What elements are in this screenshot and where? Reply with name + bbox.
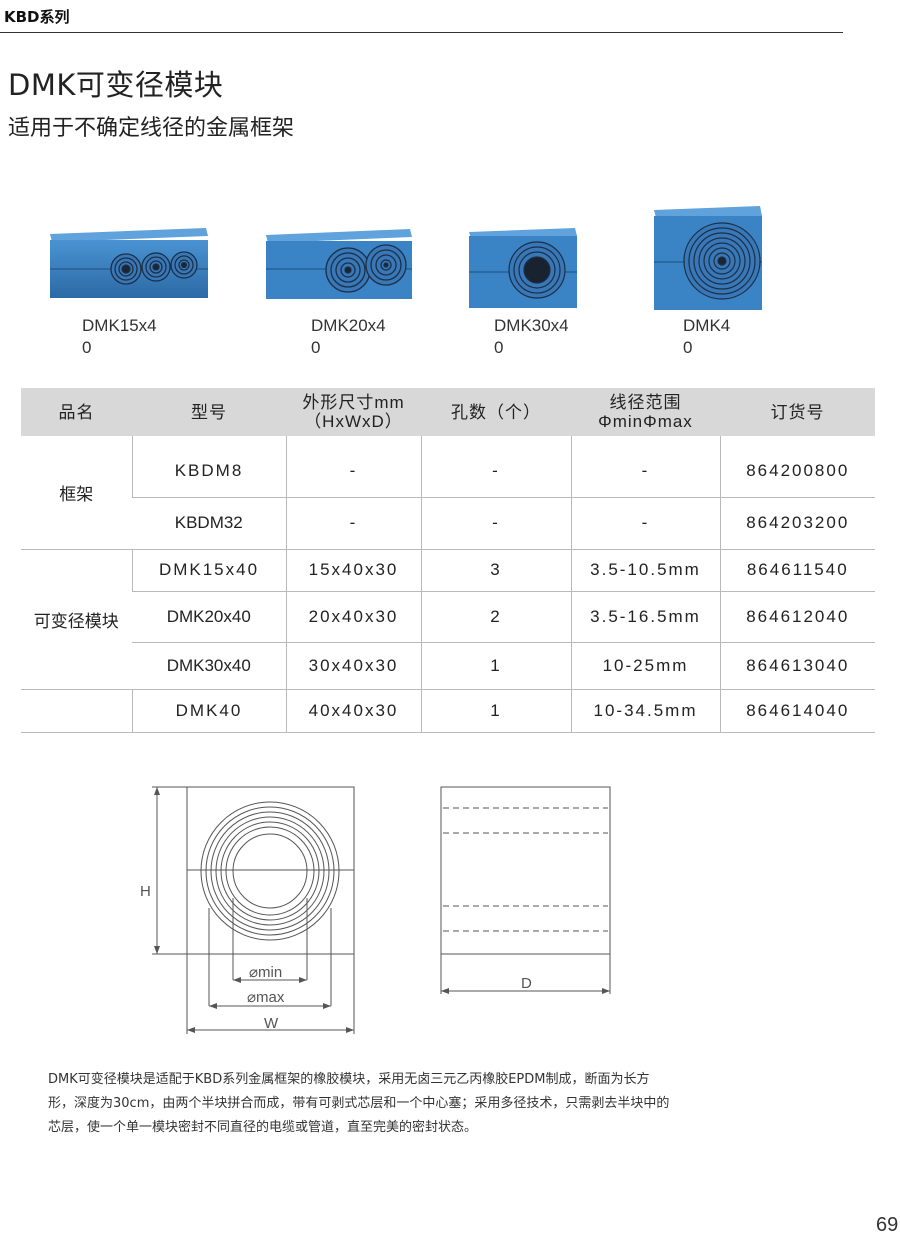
cell-dims: 40x40x30 <box>285 689 421 733</box>
cell-model: DMK30x40 <box>132 642 286 690</box>
cell-range: - <box>570 436 720 498</box>
header-dims: 外形尺寸mm（HxWxD） <box>286 388 421 436</box>
cell-model: DMK20x40 <box>132 591 286 643</box>
cell-holes: - <box>420 497 571 550</box>
product-image-dmk30x40 <box>469 228 577 308</box>
series-label: KBD系列 <box>4 8 70 26</box>
label-w: W <box>264 1015 279 1032</box>
cell-model: KBDM8 <box>131 436 286 498</box>
header-rule <box>0 32 843 33</box>
label-d: D <box>521 975 532 992</box>
group-empty <box>21 689 132 733</box>
cell-holes: 1 <box>420 689 571 733</box>
side-view-outline <box>440 786 611 955</box>
cell-model: DMK40 <box>131 689 286 733</box>
cell-range: 10-34.5mm <box>570 689 720 733</box>
cell-dims: - <box>285 497 421 550</box>
cell-order: 864612040 <box>719 591 875 643</box>
cell-model: DMK15x40 <box>131 549 286 592</box>
cell-order: 864200800 <box>719 436 875 498</box>
header-order: 订货号 <box>720 388 875 436</box>
group-frame: 框架 <box>21 436 132 550</box>
cell-order: 864613040 <box>719 642 875 690</box>
label-max: ⌀max <box>247 989 285 1006</box>
table-row: DMK20x40 20x40x30 2 3.5-16.5mm 864612040 <box>21 591 875 643</box>
table-row: 可变径模块 DMK15x40 15x40x30 3 3.5-10.5mm 864… <box>21 549 875 690</box>
description: DMK可变径模块是适配于KBD系列金属框架的橡胶模块，采用无卤三元乙丙橡胶EPD… <box>48 1068 788 1140</box>
cell-range: 3.5-10.5mm <box>570 549 720 592</box>
group-module: 可变径模块 <box>21 549 132 690</box>
cell-order: 864611540 <box>719 549 875 592</box>
description-line: DMK可变径模块是适配于KBD系列金属框架的橡胶模块，采用无卤三元乙丙橡胶EPD… <box>48 1072 650 1087</box>
header-name: 品名 <box>21 388 132 436</box>
cell-range: 10-25mm <box>570 642 720 690</box>
page-title: DMK可变径模块 <box>8 68 224 102</box>
cell-holes: 2 <box>420 591 571 643</box>
concentric-rings <box>200 801 340 941</box>
cell-holes: 3 <box>420 549 571 592</box>
technical-drawing: H ⌀min ⌀max W D <box>140 786 611 1034</box>
table-row: DMK30x40 30x40x30 1 10-25mm 864613040 <box>21 642 875 690</box>
cell-order: 864614040 <box>719 689 875 733</box>
cell-range: - <box>570 497 720 550</box>
table-row: KBDM32 - - - 864203200 <box>21 497 875 550</box>
cell-range: 3.5-16.5mm <box>570 591 720 643</box>
cell-dims: 30x40x30 <box>285 642 421 690</box>
description-line: 形，深度为30cm，由两个半块拼合而成，带有可剥式芯层和一个中心塞；采用多径技术… <box>48 1096 670 1111</box>
cell-dims: 15x40x30 <box>285 549 421 592</box>
product-image-dmk20x40 <box>266 229 412 299</box>
cell-holes: - <box>420 436 571 498</box>
description-line: 芯层，使一个单一模块密封不同直径的电缆或管道，直至完美的密封状态。 <box>48 1120 478 1135</box>
cell-model: KBDM32 <box>132 497 286 550</box>
table-row: DMK40 40x40x30 1 10-34.5mm 864614040 <box>21 689 875 733</box>
label-min: ⌀min <box>249 964 282 981</box>
cell-order: 864203200 <box>719 497 875 550</box>
table-row: 框架 KBDM8 - - - 864200800 <box>21 436 875 550</box>
product-image-dmk40 <box>654 206 762 310</box>
cell-dims: - <box>285 436 421 498</box>
page-number: 69 <box>876 1214 899 1236</box>
cell-holes: 1 <box>420 642 571 690</box>
header-model: 型号 <box>132 388 286 436</box>
product-image-dmk15x40 <box>50 228 208 298</box>
header-holes: 孔数（个） <box>421 388 571 436</box>
cell-dims: 20x40x30 <box>285 591 421 643</box>
label-h: H <box>140 883 151 900</box>
page-subtitle: 适用于不确定线径的金属框架 <box>8 116 295 141</box>
